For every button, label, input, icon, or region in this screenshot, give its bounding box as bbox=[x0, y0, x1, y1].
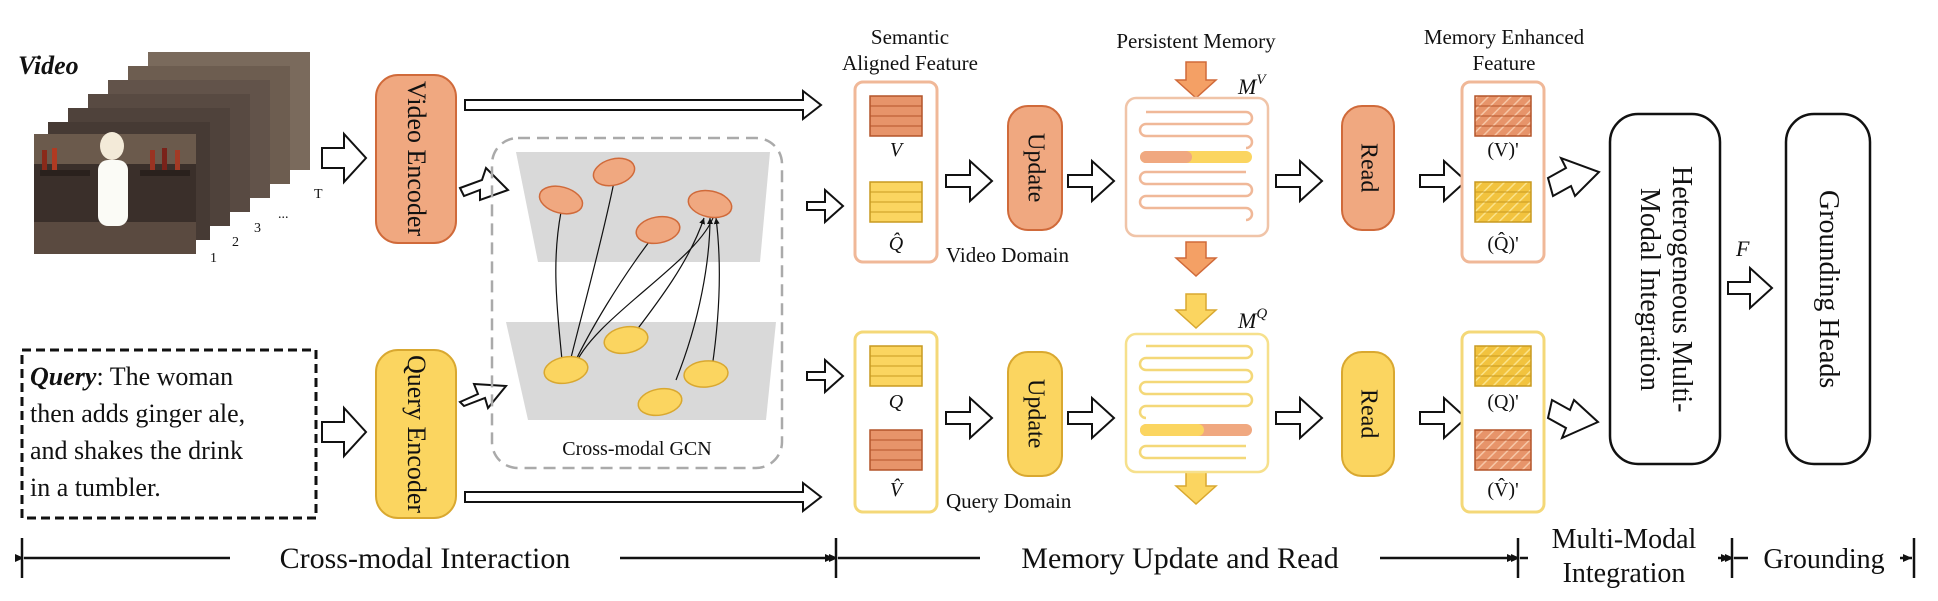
frame-label-t: T bbox=[314, 187, 323, 202]
memory-title: Persistent Memory bbox=[1116, 29, 1276, 53]
query-line-3: and shakes the drink bbox=[30, 436, 243, 465]
update-label-query: Update bbox=[1022, 379, 1049, 449]
feature-box-query: Q V̂ bbox=[853, 330, 939, 514]
arrow-mem-to-read-bottom bbox=[1275, 395, 1324, 441]
integration-box bbox=[1608, 112, 1722, 466]
enhanced-q-hat-prime: (Q̂)' bbox=[1487, 231, 1518, 255]
feature-v: V bbox=[890, 139, 905, 161]
query-line-4: in a tumbler. bbox=[30, 473, 161, 502]
arrow-update-to-mem-bottom bbox=[1067, 395, 1116, 441]
stage-label-memory: Memory Update and Read bbox=[1021, 542, 1338, 575]
enhanced-title-2: Feature bbox=[1473, 51, 1536, 75]
memory-video bbox=[1124, 96, 1270, 238]
stage-label-integration-1: Multi-Modal bbox=[1552, 524, 1697, 555]
enhanced-title-1: Memory Enhanced bbox=[1424, 25, 1585, 49]
frame-label-2: 2 bbox=[232, 235, 239, 250]
integration-label: Heterogeneous Multi-Modal Integration bbox=[1634, 165, 1697, 413]
grounding-label: Grounding Heads bbox=[1813, 189, 1844, 389]
query-domain-label: Query Domain bbox=[946, 489, 1072, 513]
arrow-query-to-encoder bbox=[321, 405, 368, 459]
memory-mv-label: MV bbox=[1237, 72, 1267, 99]
arrow-venc-to-gcn bbox=[458, 166, 510, 202]
video-label: Video bbox=[18, 51, 79, 80]
arrow-gcn-to-bottom-feature bbox=[806, 357, 845, 395]
feature-v-hat: V̂ bbox=[890, 478, 905, 501]
frame-label-3: 3 bbox=[254, 221, 261, 236]
gcn-module: Cross-modal GCN bbox=[490, 136, 784, 470]
arrow-feat-to-update-top bbox=[945, 158, 994, 204]
block-arrows bbox=[321, 88, 1774, 514]
arrow-integ-to-grounding bbox=[1727, 265, 1774, 311]
arrow-feat-to-update-bottom bbox=[945, 395, 994, 441]
memory-mq-label: MQ bbox=[1237, 306, 1267, 333]
stage-bar bbox=[15, 538, 1916, 578]
query-line-1: Query: The woman bbox=[30, 362, 233, 391]
read-label-video-wrap: Read bbox=[1355, 143, 1382, 193]
query-encoder-box bbox=[375, 349, 457, 519]
arrow-gcn-to-top-feature bbox=[806, 187, 845, 225]
arrow-qenc-to-gcn bbox=[458, 382, 509, 411]
stage-label-grounding: Grounding bbox=[1763, 544, 1884, 575]
read-label-query-wrap: Read bbox=[1355, 389, 1382, 439]
query-encoder-label-wrap: Query Encoder bbox=[402, 354, 431, 514]
arrow-read-to-enh-bottom bbox=[1419, 395, 1468, 441]
enhanced-q-prime: (Q)' bbox=[1487, 391, 1518, 413]
update-box-video bbox=[1007, 105, 1063, 231]
enhanced-box-query: (Q)' (V̂)' bbox=[1460, 330, 1546, 514]
arrow-enh-to-integ-bottom bbox=[1546, 398, 1600, 440]
feature-title-1: Semantic bbox=[871, 25, 949, 49]
video-frame-front bbox=[34, 132, 196, 254]
video-encoder-label: Video Encoder bbox=[402, 81, 431, 237]
frame-label-dots: ... bbox=[278, 207, 289, 222]
arrow-update-to-mem-top bbox=[1067, 158, 1116, 204]
feature-q: Q bbox=[889, 391, 904, 413]
query-line-2: then adds ginger ale, bbox=[30, 399, 245, 428]
query-encoder-label: Query Encoder bbox=[402, 354, 431, 514]
video-encoder-box bbox=[375, 74, 457, 244]
stage-label-integration-2: Integration bbox=[1563, 558, 1686, 589]
arrow-read-to-enh-top bbox=[1419, 158, 1468, 204]
arrow-enh-to-integ-top bbox=[1546, 156, 1601, 198]
f-label: F bbox=[1735, 236, 1750, 261]
integration-label-wrap: Heterogeneous Multi-Modal Integration bbox=[1634, 165, 1697, 413]
arrow-mem-to-read-top bbox=[1275, 158, 1324, 204]
enhanced-v-prime: (V)' bbox=[1487, 139, 1518, 161]
read-box-query bbox=[1341, 351, 1395, 477]
feature-q-hat: Q̂ bbox=[889, 232, 904, 255]
video-encoder-label-wrap: Video Encoder bbox=[402, 81, 431, 237]
arrow-long-bottom bbox=[464, 480, 823, 514]
update-label-video-wrap: Update bbox=[1022, 133, 1049, 203]
feature-box-video: V Q̂ bbox=[853, 80, 939, 264]
query-box: Query: The woman then adds ginger ale, a… bbox=[20, 348, 318, 520]
update-box-query bbox=[1007, 351, 1063, 477]
stage-label-interaction: Cross-modal Interaction bbox=[280, 542, 571, 575]
frame-label-1: 1 bbox=[210, 251, 217, 266]
arrow-long-top bbox=[464, 88, 823, 122]
memory-query bbox=[1124, 332, 1270, 474]
update-label-query-wrap: Update bbox=[1022, 379, 1049, 449]
read-label-query: Read bbox=[1355, 389, 1382, 439]
video-frames: 1 2 3 ... T bbox=[34, 52, 323, 266]
grounding-label-wrap: Grounding Heads bbox=[1813, 189, 1844, 389]
feature-title-2: Aligned Feature bbox=[842, 51, 978, 75]
read-label-video: Read bbox=[1355, 143, 1382, 193]
enhanced-box-video: (V)' (Q̂)' bbox=[1460, 80, 1546, 264]
gcn-label: Cross-modal GCN bbox=[562, 438, 711, 460]
grounding-box bbox=[1784, 112, 1872, 466]
video-domain-label: Video Domain bbox=[946, 243, 1069, 267]
read-box-video bbox=[1341, 105, 1395, 231]
update-label-video: Update bbox=[1022, 133, 1049, 203]
enhanced-v-hat-prime: (V̂)' bbox=[1487, 477, 1518, 501]
arrow-video-to-encoder bbox=[321, 131, 368, 185]
